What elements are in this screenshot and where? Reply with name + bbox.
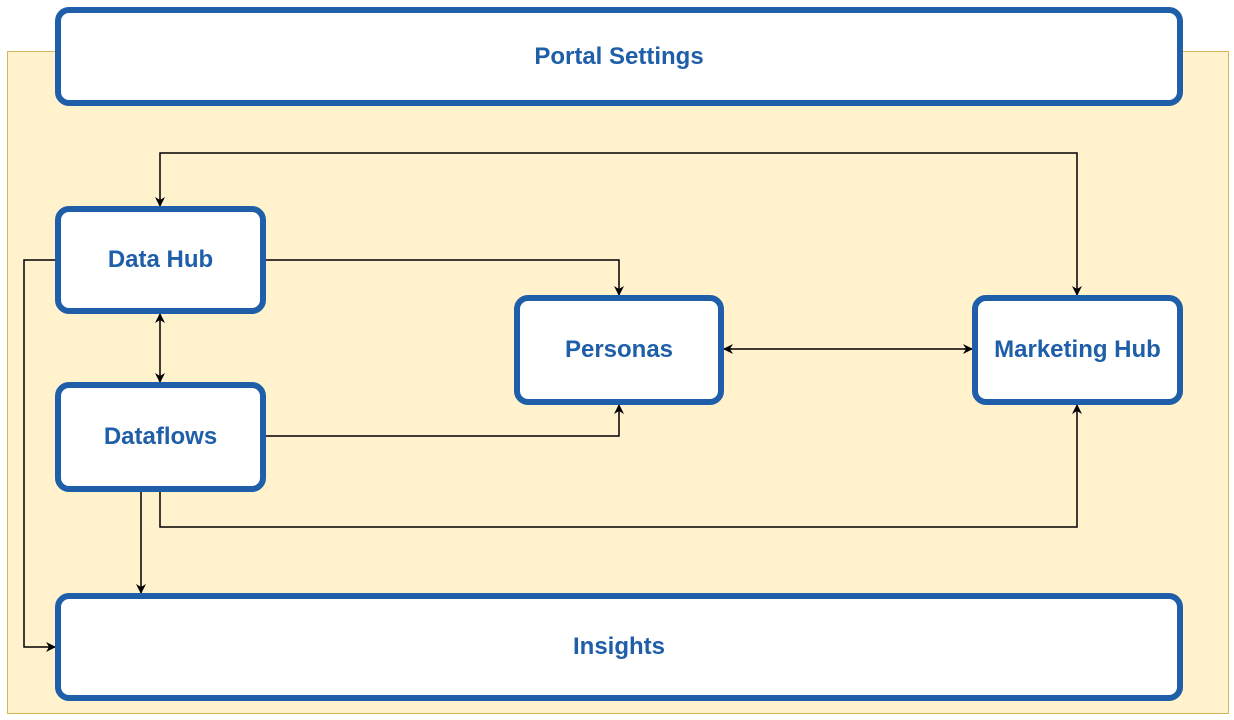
personas-label: Personas [564, 336, 674, 363]
marketing-hub-label: Marketing Hub [994, 336, 1161, 363]
portal-settings-node: Portal Settings [55, 7, 1183, 106]
data-hub-node: Data Hub [55, 206, 266, 314]
edge-marketing-hub-data-hub [155, 152, 1082, 296]
dataflows-node: Dataflows [55, 382, 266, 492]
insights-label: Insights [572, 633, 665, 660]
edge-data-hub-personas [266, 259, 624, 296]
edge-data-hub-insights [23, 259, 56, 652]
insights-node: Insights [55, 593, 1183, 701]
marketing-hub-node: Marketing Hub [972, 295, 1183, 405]
data-hub-label: Data Hub [107, 246, 214, 273]
edge-dataflows-marketing-hub [159, 404, 1082, 528]
edge-dataflows-personas [266, 404, 624, 437]
personas-node: Personas [514, 295, 724, 405]
dataflows-label: Dataflows [103, 423, 218, 450]
portal-settings-label: Portal Settings [534, 42, 704, 70]
